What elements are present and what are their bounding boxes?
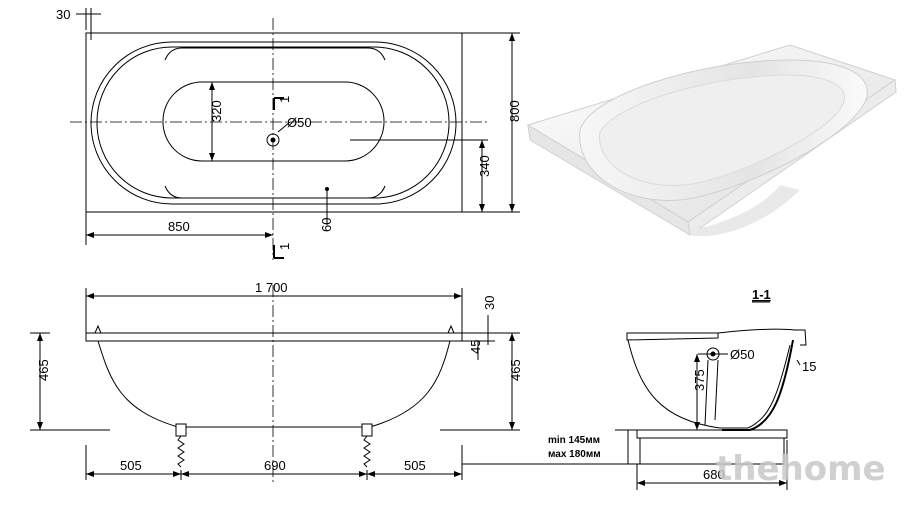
dim-height-left: 465 — [36, 359, 51, 381]
dim-drain-offset: 340 — [477, 155, 492, 177]
overflow-mark — [325, 187, 329, 191]
dim-depth: 680 — [703, 467, 725, 482]
section-leg-box — [639, 437, 785, 465]
tub-floor — [162, 81, 385, 162]
dim-leg-left: 505 — [120, 458, 142, 473]
drain-hole — [266, 133, 280, 147]
section-view: 1-1 Ø50 15 375 min 145мм мах 180мм — [548, 287, 816, 490]
dim-rim-gap: 60 — [319, 218, 334, 232]
section-title: 1-1 — [752, 287, 771, 302]
dim-wall: 30 — [56, 7, 70, 22]
section-frame — [636, 429, 788, 439]
leg-note-min: min 145мм — [548, 435, 600, 446]
top-view: Ø50 1 1 30 320 850 800 340 — [56, 7, 522, 260]
headrest-top — [164, 47, 386, 61]
section-mark-bottom: 1 — [277, 243, 292, 250]
dim-height-right: 465 — [508, 359, 523, 381]
dim-drain-top: Ø50 — [287, 115, 312, 130]
headrest-bottom — [164, 185, 386, 199]
dim-drain-height: 375 — [692, 369, 707, 391]
front-rim — [85, 332, 463, 342]
dim-length: 1 700 — [255, 280, 288, 295]
dim-leg-right: 505 — [404, 458, 426, 473]
dim-width: 800 — [507, 100, 522, 122]
leg-right — [361, 423, 373, 468]
tub-rim-inner — [90, 41, 457, 205]
section-wall-outer — [627, 339, 791, 429]
front-body — [97, 340, 451, 428]
dim-section-lip: 15 — [802, 359, 816, 374]
drain-center — [270, 137, 276, 143]
leg-left — [175, 423, 187, 468]
section-mark-top: 1 — [277, 96, 292, 103]
section-rim — [626, 332, 719, 341]
bathtub-photo — [526, 44, 897, 237]
dim-lip: 45 — [468, 340, 483, 354]
watermark: thehome — [716, 449, 886, 489]
dim-half-length: 850 — [168, 219, 190, 234]
dim-section-drain: Ø50 — [730, 347, 755, 362]
dim-leg-span: 690 — [264, 458, 286, 473]
dim-rim: 30 — [482, 296, 497, 310]
tub-outline-top — [85, 32, 463, 213]
leg-note-max: мах 180мм — [548, 449, 601, 460]
dim-inner-width: 320 — [209, 100, 224, 122]
section-lip — [717, 328, 807, 346]
front-view: 1 700 465 465 30 — [30, 280, 640, 485]
section-wall-inner — [722, 339, 794, 431]
